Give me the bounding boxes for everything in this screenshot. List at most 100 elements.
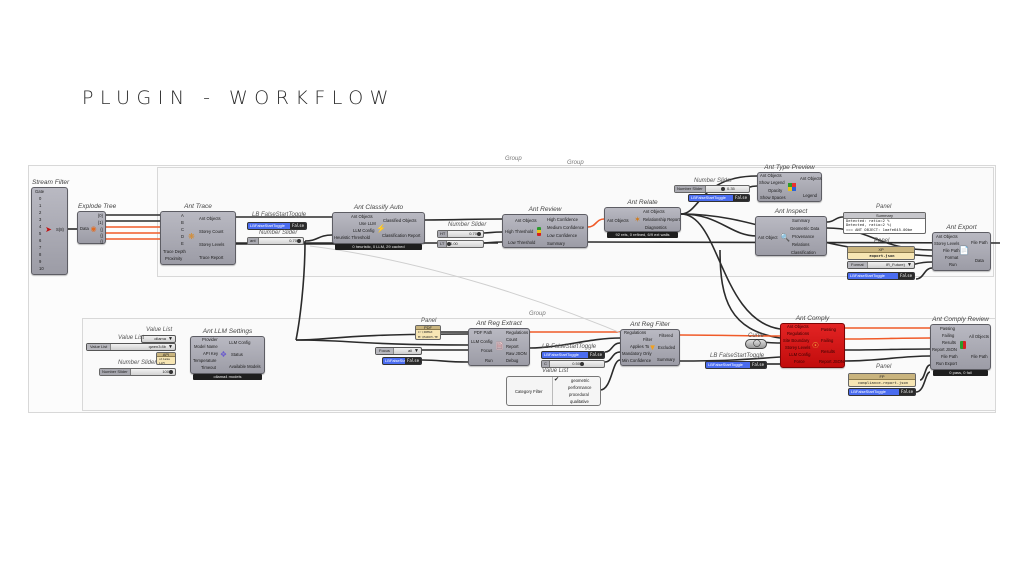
category-option[interactable]: geometric	[571, 378, 590, 383]
ant-trace-component[interactable]: Ant Trace A B C D E Trace Depth Proximit…	[160, 203, 236, 265]
ant-review-component[interactable]: Ant Review Ant Objects High Threshold Lo…	[502, 206, 588, 248]
port-input[interactable]: Format	[945, 255, 959, 260]
slider-knob[interactable]	[297, 239, 301, 243]
port-input[interactable]: Focus	[481, 348, 493, 353]
port-output[interactable]: {}	[100, 233, 103, 238]
port-input[interactable]: Timeout	[201, 365, 216, 370]
port-output[interactable]: High Confidence	[547, 217, 578, 222]
run-export-toggle[interactable]: LBFalseStartToggle False	[848, 388, 916, 396]
port-output[interactable]: Status	[231, 352, 243, 357]
port-input[interactable]: Provider	[202, 337, 218, 342]
port-input[interactable]: Run	[949, 262, 957, 267]
export-run-toggle[interactable]: LBFalseStartToggle False	[847, 272, 915, 280]
port-input[interactable]: Failing	[942, 333, 955, 338]
toggle-value[interactable]: False	[750, 362, 766, 368]
port-input[interactable]: File Path	[941, 354, 958, 359]
port-output[interactable]: Relations	[792, 242, 810, 247]
port-output[interactable]: All Objects	[969, 334, 990, 339]
slider-knob[interactable]	[169, 370, 173, 374]
port-input[interactable]: Report JSON	[932, 347, 957, 352]
port-input[interactable]: Min Confidence	[622, 358, 652, 363]
port-output[interactable]: Provenance	[792, 234, 815, 239]
port-input[interactable]: Results	[942, 340, 956, 345]
min-confidence-slider[interactable]: C 0.50	[541, 360, 605, 368]
port-input[interactable]: Storey Levels	[934, 241, 960, 246]
port-input[interactable]: Use LLM	[359, 221, 376, 226]
port-output[interactable]: Raw JSON	[506, 351, 527, 356]
number-slider[interactable]: ant 0.70	[247, 237, 304, 245]
show-spaces-toggle[interactable]: LBFalseStartToggle False	[688, 194, 750, 202]
ant-classify-auto-component[interactable]: Ant Classify Auto Ant Objects Use LLM LL…	[332, 204, 425, 250]
provider-value-list[interactable]: ollama ▼	[141, 335, 176, 343]
port-input[interactable]: Proximity	[165, 256, 183, 261]
port-input[interactable]: LLM Config	[789, 352, 811, 357]
port-output[interactable]: Legend	[803, 193, 817, 198]
port-input[interactable]: 1	[39, 203, 42, 208]
group-outer[interactable]	[28, 165, 996, 413]
port-input[interactable]: A	[181, 213, 184, 218]
port-output[interactable]: Geometric Data	[790, 226, 820, 231]
port-input[interactable]: Ant Objects	[760, 173, 782, 178]
pdf-path-panel[interactable]: PDF C:\IRMAX M:\EARCH.TE	[415, 325, 441, 340]
toggle-value[interactable]: False	[733, 195, 749, 201]
category-filter-list[interactable]: Category Filter ✔ geometric performance …	[506, 376, 601, 406]
port-input[interactable]: Run	[485, 358, 493, 363]
port-output[interactable]: S(8)	[56, 227, 64, 232]
port-output[interactable]: Storey Levels	[199, 242, 225, 247]
port-input[interactable]: D	[181, 234, 185, 239]
dropdown-arrow-icon[interactable]: ▼	[168, 344, 173, 350]
summary-panel[interactable]: Summary Detected: ratio=2 % Detected, ra…	[843, 212, 926, 234]
ant-export-component[interactable]: Ant Export Ant Objects Storey Levels Fil…	[932, 224, 991, 271]
port-input[interactable]: 6	[39, 238, 42, 243]
port-output[interactable]: Failing	[821, 338, 834, 343]
port-input[interactable]: 2	[39, 210, 42, 215]
port-output[interactable]: Summary	[547, 241, 565, 246]
port-output[interactable]: {}	[100, 239, 103, 244]
dropdown-arrow-icon[interactable]: ▼	[168, 336, 173, 342]
category-option[interactable]: procedural	[569, 392, 589, 397]
port-input[interactable]: LLM Config	[471, 339, 493, 344]
port-output[interactable]: {0}	[97, 213, 103, 218]
port-output[interactable]: File Path	[971, 354, 988, 359]
port-output[interactable]: Ant Objects	[800, 176, 822, 181]
report-path-panel[interactable]: FP compliance-report.json	[848, 373, 916, 387]
port-input[interactable]: Passing	[940, 326, 955, 331]
dropdown-arrow-icon[interactable]: ▼	[414, 348, 419, 354]
timeout-slider[interactable]: Number Slider 100	[99, 368, 176, 376]
ant-inspect-component[interactable]: Ant Inspect Ant Object 🔍 Summary Geometr…	[755, 208, 827, 256]
ant-reg-filter-component[interactable]: Ant Reg Filter Regulations Filter Applie…	[620, 321, 680, 366]
ant-relate-component[interactable]: Ant Relate Ant Objects ✶ Ant Objects Rel…	[604, 199, 681, 238]
port-input[interactable]: Opacity	[768, 188, 783, 193]
export-path-panel[interactable]: XP export.json	[847, 246, 915, 260]
slider-knob[interactable]	[721, 187, 725, 191]
site-boundary-curve[interactable]: ◯	[745, 339, 767, 349]
port-output[interactable]: Summary	[792, 218, 810, 223]
port-output[interactable]: Diagnostics	[645, 225, 667, 230]
port-input[interactable]: 0	[39, 196, 42, 201]
port-input[interactable]: Ant Objects	[787, 324, 809, 329]
port-input[interactable]: Run Export	[936, 361, 957, 366]
port-input[interactable]: Low Threshold	[508, 240, 536, 245]
port-input[interactable]: API Key	[203, 351, 219, 356]
stream-filter-component[interactable]: Stream Filter Gate 0 1 2 3 4 5 6 7 8 9 1…	[31, 179, 69, 275]
port-output[interactable]: Excluded	[658, 345, 676, 350]
port-input[interactable]: 9	[39, 259, 42, 264]
port-input[interactable]: File Path	[943, 248, 960, 253]
port-output[interactable]: Relationship Report	[643, 217, 680, 222]
port-output[interactable]: Ant Objects	[199, 216, 221, 221]
port-input[interactable]: Force	[794, 359, 805, 364]
port-input[interactable]: Filter	[643, 337, 653, 342]
opacity-slider[interactable]: Number Slider 0.35	[674, 185, 750, 193]
port-output[interactable]: Debug	[506, 358, 519, 363]
category-option[interactable]: performance	[568, 385, 592, 390]
port-input[interactable]: 10	[39, 266, 44, 271]
toggle-value[interactable]: False	[898, 273, 914, 279]
port-input[interactable]: Mandatory Only	[622, 351, 652, 356]
focus-value-list[interactable]: Focus all ▼	[375, 347, 422, 355]
port-output[interactable]: {}	[100, 227, 103, 232]
ant-comply-review-component[interactable]: Ant Comply Review Passing Failing Result…	[930, 316, 991, 376]
port-output[interactable]: Summary	[657, 357, 675, 362]
port-output[interactable]: Low Confidence	[547, 233, 578, 238]
force-toggle[interactable]: LBFalseStartToggle False	[705, 361, 767, 369]
